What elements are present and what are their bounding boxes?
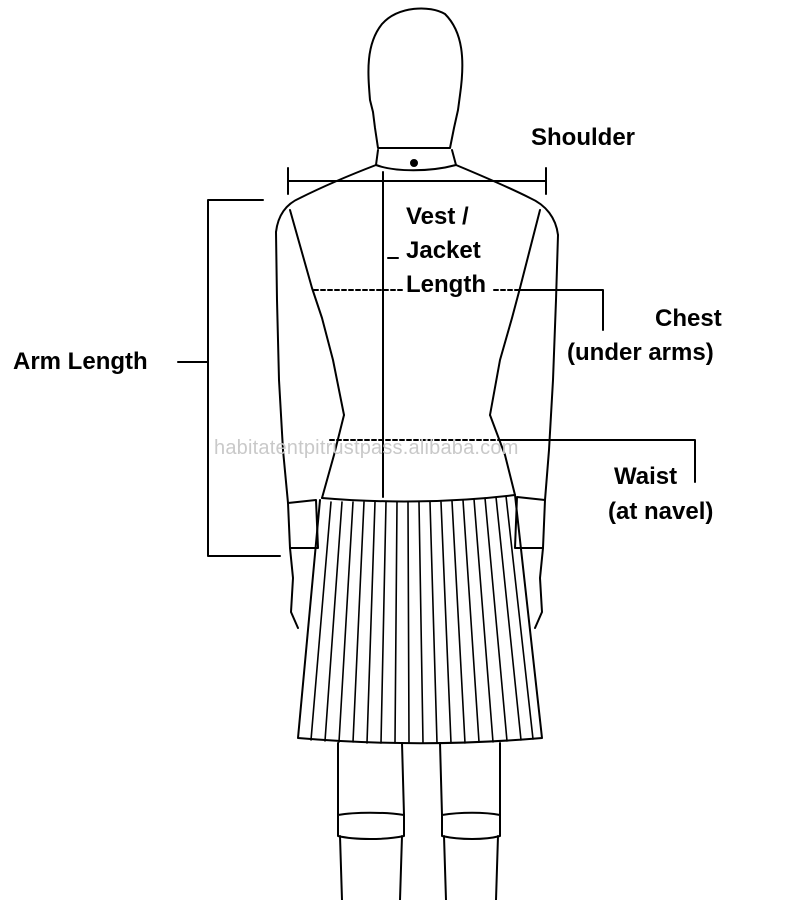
- jacket-hem: [321, 494, 516, 503]
- waist-label-line2: (at navel): [608, 498, 714, 525]
- left-leg: [337, 742, 405, 816]
- left-arm-outer: [275, 231, 299, 629]
- arm-length-bracket: [207, 199, 281, 557]
- waist-label-line1: Waist: [614, 463, 678, 490]
- arm-length-label: Arm Length: [13, 348, 148, 375]
- kilt-pleats: [310, 495, 534, 744]
- right-sock: [441, 811, 501, 900]
- right-cuff: [514, 496, 546, 549]
- chest-label-line1: Chest: [655, 305, 722, 332]
- right-leg: [439, 742, 501, 816]
- vest-length-label-line1: Vest /: [406, 203, 469, 230]
- left-sock: [337, 811, 405, 900]
- jacket-left-side: [321, 414, 345, 499]
- chest-leader: [517, 289, 604, 331]
- left-shoulder-seam: [275, 164, 377, 233]
- collar-button: [410, 159, 418, 167]
- right-shoulder-seam: [455, 164, 559, 236]
- right-arm-outer: [534, 234, 559, 629]
- left-arm-inner: [289, 209, 345, 416]
- left-cuff: [287, 499, 319, 549]
- watermark-text: habitatentpitrustpass.alibaba.com: [214, 437, 519, 459]
- shoulder-label: Shoulder: [531, 124, 636, 151]
- vest-length-label-line2: Jacket: [406, 237, 481, 264]
- head-outline: [367, 7, 464, 149]
- vest-length-label-line3: Length: [406, 271, 486, 298]
- jacket-right-side: [489, 414, 516, 496]
- chest-label-line2: (under arms): [567, 339, 714, 366]
- collar-outline: [375, 149, 457, 172]
- right-arm-inner: [489, 209, 541, 416]
- waist-leader: [499, 439, 696, 483]
